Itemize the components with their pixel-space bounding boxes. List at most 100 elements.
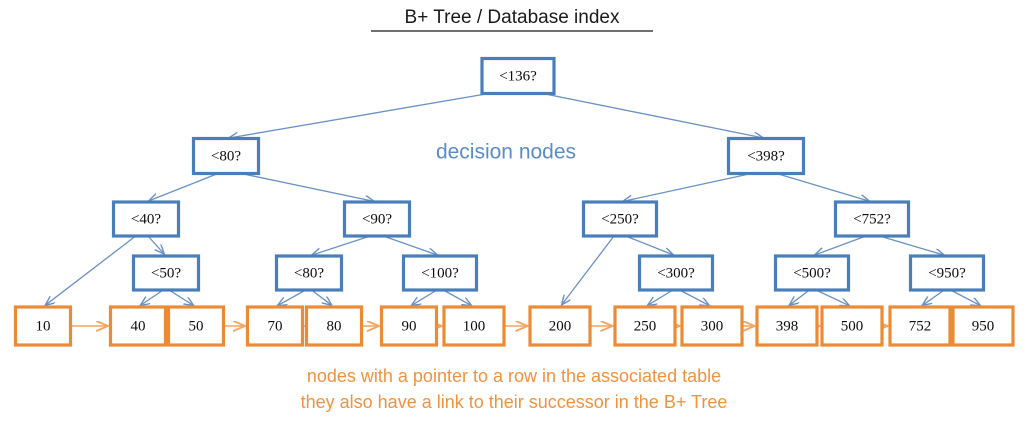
leaf-node-box[interactable] <box>528 305 592 347</box>
leaf-node-label: 398 <box>776 318 799 334</box>
decision-node-label: <80? <box>211 148 241 164</box>
decision-node-box[interactable] <box>833 200 911 238</box>
leaf-node-L40[interactable]: 40 <box>108 305 168 347</box>
tree-edge <box>776 172 870 202</box>
tree-edge <box>240 172 374 202</box>
decision-node-box[interactable] <box>131 254 201 292</box>
leaf-node-box[interactable] <box>951 305 1015 347</box>
decision-node-label: <40? <box>131 211 161 227</box>
decision-node-label: <90? <box>362 211 392 227</box>
leaf-node-L80[interactable]: 80 <box>304 305 364 347</box>
annotation-caption: nodes with a pointer to a row in the ass… <box>301 366 728 412</box>
decision-node-d300[interactable]: <300? <box>637 254 715 292</box>
leaf-node-label: 950 <box>972 318 995 334</box>
tree-edges-layer <box>45 92 981 306</box>
leaf-node-box[interactable] <box>680 305 744 347</box>
decision-node-d136[interactable]: <136? <box>480 56 556 96</box>
leaf-node-L250[interactable]: 250 <box>613 305 677 347</box>
decision-node-label: <752? <box>853 211 891 227</box>
leaf-node-L200[interactable]: 200 <box>528 305 592 347</box>
leaf-node-label: 752 <box>909 318 932 334</box>
decision-node-d80b[interactable]: <80? <box>274 254 344 292</box>
decision-node-d752[interactable]: <752? <box>833 200 911 238</box>
decision-node-d250[interactable]: <250? <box>581 200 659 238</box>
leaf-node-L50[interactable]: 50 <box>166 305 226 347</box>
decision-node-label: <300? <box>657 265 695 281</box>
leaf-node-box[interactable] <box>379 305 439 347</box>
decision-node-d40[interactable]: <40? <box>111 200 181 238</box>
tree-edge <box>140 289 164 305</box>
decision-node-box[interactable] <box>581 200 659 238</box>
decision-node-box[interactable] <box>111 200 181 238</box>
decision-node-box[interactable] <box>191 136 261 176</box>
decision-node-label: <50? <box>151 265 181 281</box>
leaf-node-box[interactable] <box>613 305 677 347</box>
tree-edge <box>648 289 674 305</box>
decision-node-box[interactable] <box>637 254 715 292</box>
decision-node-box[interactable] <box>342 200 412 238</box>
title-group: B+ Tree / Database index <box>371 7 653 32</box>
leaf-node-label: 100 <box>463 318 486 334</box>
leaf-node-L90[interactable]: 90 <box>379 305 439 347</box>
leaf-node-label: 200 <box>549 318 572 334</box>
decision-node-label: <100? <box>421 265 459 281</box>
leaf-node-box[interactable] <box>108 305 168 347</box>
tree-edge <box>815 235 867 255</box>
decision-node-box[interactable] <box>908 254 986 292</box>
tree-edge <box>679 289 710 306</box>
tree-edge <box>147 235 164 254</box>
tree-edge <box>278 289 306 306</box>
decision-node-d80a[interactable]: <80? <box>191 136 261 176</box>
tree-edge <box>542 92 763 138</box>
leaf-node-L70[interactable]: 70 <box>245 305 305 347</box>
decision-node-box[interactable] <box>480 56 556 96</box>
leaf-node-L398[interactable]: 398 <box>755 305 819 347</box>
leaf-node-box[interactable] <box>755 305 819 347</box>
tree-edge <box>168 289 193 305</box>
leaf-node-L500[interactable]: 500 <box>820 305 884 347</box>
leaf-node-L10[interactable]: 10 <box>13 305 73 347</box>
leaf-node-label: 70 <box>268 318 283 334</box>
decision-node-label: <250? <box>601 211 639 227</box>
decision-node-box[interactable] <box>773 254 851 292</box>
tree-edge <box>623 172 752 202</box>
decision-node-d950[interactable]: <950? <box>908 254 986 292</box>
leaf-node-box[interactable] <box>245 305 305 347</box>
caption-line-1: nodes with a pointer to a row in the ass… <box>307 366 721 386</box>
decision-node-d50[interactable]: <50? <box>131 254 201 292</box>
leaf-node-L950[interactable]: 950 <box>951 305 1015 347</box>
tree-edge <box>815 289 849 306</box>
decision-node-box[interactable] <box>274 254 344 292</box>
leaf-node-box[interactable] <box>442 305 506 347</box>
leaf-node-label: 50 <box>189 318 204 334</box>
caption-line-2: they also have a link to their successor… <box>301 392 728 412</box>
page-title: B+ Tree / Database index <box>405 7 620 28</box>
tree-edge <box>45 235 137 305</box>
decision-node-box[interactable] <box>401 254 479 292</box>
tree-edge <box>950 289 981 306</box>
decision-node-label: <950? <box>928 265 966 281</box>
tree-edge <box>443 289 471 306</box>
leaf-node-L100[interactable]: 100 <box>442 305 506 347</box>
decision-node-d398[interactable]: <398? <box>726 136 806 176</box>
tree-edge <box>625 235 674 255</box>
leaf-node-box[interactable] <box>820 305 884 347</box>
leaf-node-L300[interactable]: 300 <box>680 305 744 347</box>
leaf-node-L752[interactable]: 752 <box>888 305 952 347</box>
tree-edge <box>229 92 489 138</box>
leaf-node-box[interactable] <box>304 305 364 347</box>
decision-node-d90[interactable]: <90? <box>342 200 412 238</box>
tree-edge <box>922 289 945 305</box>
leaf-node-label: 250 <box>634 318 657 334</box>
leaf-node-box[interactable] <box>13 305 73 347</box>
tree-edge <box>311 289 332 305</box>
leaf-node-box[interactable] <box>166 305 226 347</box>
decision-node-d500[interactable]: <500? <box>773 254 851 292</box>
decision-node-label: <500? <box>793 265 831 281</box>
leaf-node-box[interactable] <box>888 305 952 347</box>
decision-node-box[interactable] <box>726 136 806 176</box>
leaf-node-label: 500 <box>841 318 864 334</box>
decision-node-d100[interactable]: <100? <box>401 254 479 292</box>
